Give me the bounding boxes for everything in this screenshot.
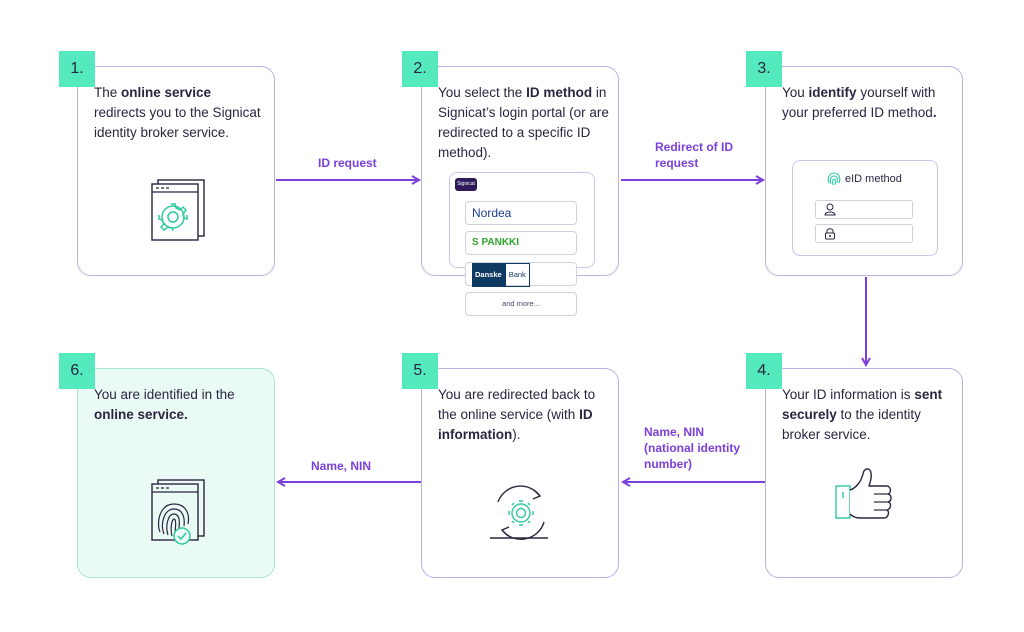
arrow-label-redirect-line2: request — [655, 156, 699, 170]
bank-option-nordea[interactable]: Nordea — [465, 201, 577, 225]
browser-gear-icon — [151, 179, 205, 241]
signicat-logo-icon: Signicat — [455, 178, 477, 191]
user-icon — [824, 203, 836, 216]
step-1-badge: 1. — [59, 51, 95, 87]
arrow-label-redirect: Redirect of ID request — [655, 139, 733, 171]
bank-option-more[interactable]: and more... — [465, 292, 577, 316]
step-5-text: You are redirected back to the online se… — [438, 387, 596, 442]
step-5-badge: 5. — [402, 353, 438, 389]
step-2-text: You select the ID method in Signicat’s l… — [438, 85, 609, 160]
sync-gear-icon — [490, 485, 548, 540]
thumbs-up-icon — [835, 468, 892, 519]
browser-fingerprint-check-icon — [151, 479, 205, 545]
arrow-label-nin-line3: number) — [644, 457, 692, 471]
arrow-label-id-request: ID request — [318, 156, 377, 170]
fingerprint-icon — [827, 172, 841, 186]
lock-icon — [825, 228, 835, 240]
arrow-label-name-nin-full: Name, NIN (national identity number) — [644, 424, 740, 472]
step-1-text: The online service redirects you to the … — [94, 85, 261, 140]
eid-username-field[interactable] — [815, 200, 913, 219]
arrow-label-redirect-line1: Redirect of ID — [655, 140, 734, 154]
step-3-badge: 3. — [746, 51, 782, 87]
step-4-text: Your ID information is sent securely to … — [782, 387, 943, 442]
arrow-label-nin-line1: Name, NIN — [644, 425, 705, 439]
step-card-1: The online service redirects you to the … — [77, 66, 275, 276]
step-6-badge: 6. — [59, 353, 95, 389]
step-3-text: You identify yourself with your preferre… — [782, 85, 937, 120]
arrow-label-name-nin: Name, NIN — [311, 459, 372, 473]
step-6-text: You are identified in the online service… — [94, 387, 235, 422]
step-2-badge: 2. — [402, 51, 438, 87]
danske-bank-label: Bank — [504, 263, 530, 287]
danske-label: Danske — [472, 263, 505, 287]
step-card-5: You are redirected back to the online se… — [421, 368, 619, 578]
eid-password-field[interactable] — [815, 224, 913, 243]
step-4-badge: 4. — [746, 353, 782, 389]
eid-method-title: eID method — [845, 173, 902, 185]
arrow-label-nin-line2: (national identity — [644, 441, 740, 455]
step-card-6: You are identified in the online service… — [77, 368, 275, 578]
bank-option-spankki[interactable]: S PANKKI — [465, 231, 577, 255]
